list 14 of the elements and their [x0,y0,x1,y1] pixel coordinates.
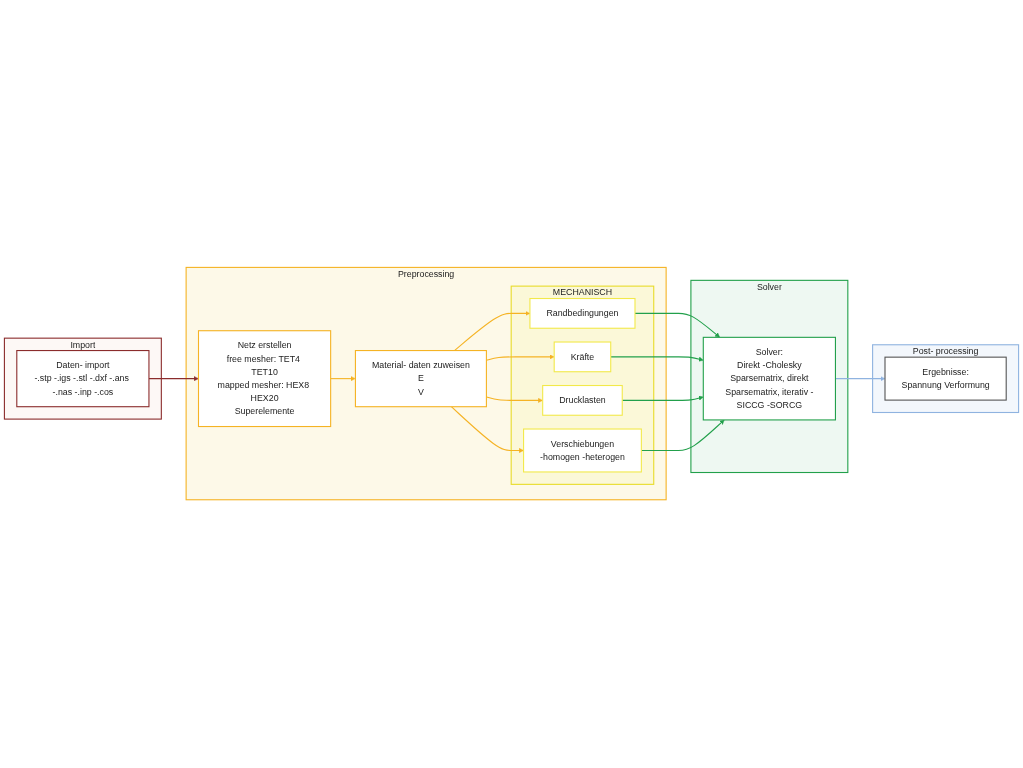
node-box: Solver: Direkt -Cholesky Sparsematrix, direkt Sparsematrix, iterativ -SICCG -SORCG [702,337,836,421]
node-box: Kräfte [553,341,612,373]
arrow [634,313,720,338]
node-box: Netz erstellen free mesher: TET4 TET10 mapped mesher: HEX8 HEX20 Superelemente [197,330,332,428]
node-box: Daten- import -.stp -.igs -.stl -.dxf -.ans -.nas -.inp -.cos [16,350,150,408]
arrow [330,376,356,382]
node-box: Material- daten zuweisen E V [354,350,487,408]
node-box: Ergebnisse: Spannung Verformung [884,357,1007,402]
node-box: Randbedingungen [529,298,636,330]
arrow [610,356,704,362]
node-box: Drucklasten [542,385,623,417]
arrow [450,406,524,454]
arrow [148,376,199,382]
node-box: Verschiebungen -homogen -heterogen [523,428,642,473]
